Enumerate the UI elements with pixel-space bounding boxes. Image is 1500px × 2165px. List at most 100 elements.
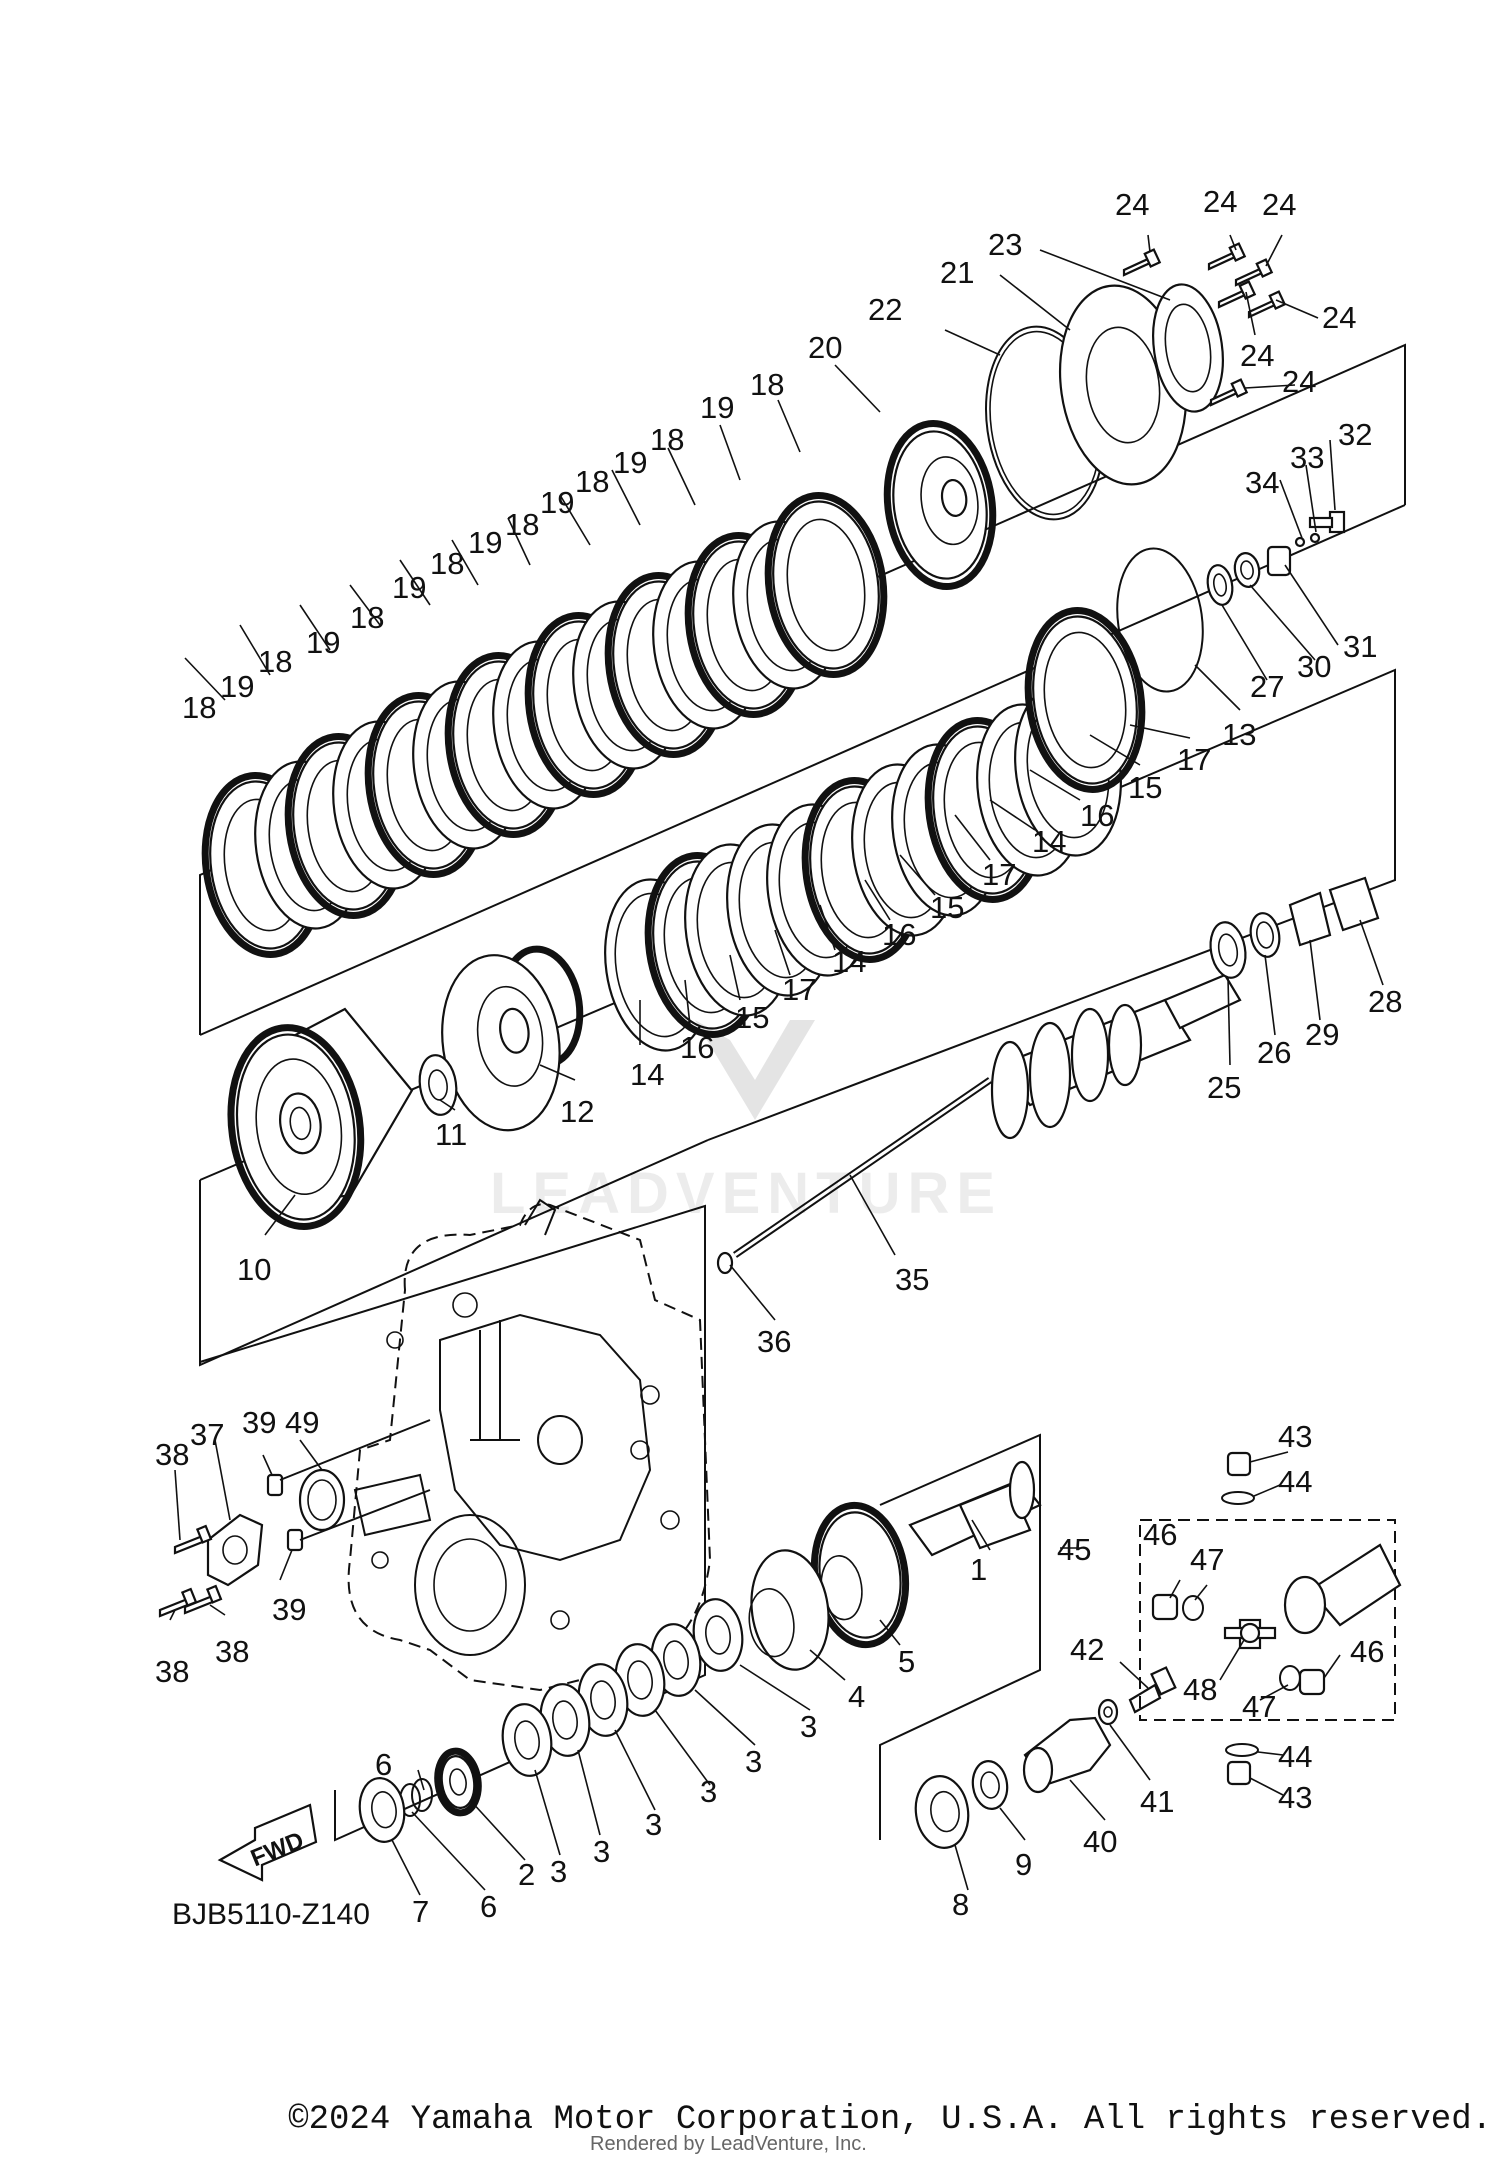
callout-17: 17 <box>1177 742 1211 777</box>
bearing-26 <box>1249 912 1281 958</box>
callout-16: 16 <box>882 917 916 952</box>
callout-15: 15 <box>1128 770 1162 805</box>
callout-43: 43 <box>1278 1780 1312 1815</box>
callout-25: 25 <box>1207 1070 1241 1105</box>
oil-seal-36 <box>716 1251 734 1275</box>
callout-10: 10 <box>237 1252 271 1287</box>
callout-11: 11 <box>435 1117 467 1152</box>
clutch-housing-10 <box>227 1007 414 1230</box>
callout-33: 33 <box>1290 440 1324 475</box>
bearing-8 <box>914 1775 970 1849</box>
pressure-plate-20 <box>883 419 997 591</box>
bolt-32 <box>1308 510 1346 534</box>
crankcase-frame <box>199 1204 706 1842</box>
callout-24: 24 <box>1115 187 1149 222</box>
callout-3: 3 <box>700 1774 717 1809</box>
bracket-23 <box>1152 283 1224 413</box>
callout-6: 6 <box>480 1889 497 1924</box>
callout-49: 49 <box>285 1405 319 1440</box>
callout-16: 16 <box>1080 798 1114 833</box>
bolts-24 <box>1122 242 1287 407</box>
circlip-47 <box>1182 1595 1301 1691</box>
bolt-42 <box>1128 1666 1177 1714</box>
thrust-washer-11 <box>418 1054 458 1116</box>
nut-31 <box>1266 545 1292 577</box>
callout-12: 12 <box>560 1094 594 1129</box>
bearing-cup-43 <box>1226 1451 1252 1786</box>
fwd-arrow <box>217 1803 318 1882</box>
callout-38: 38 <box>155 1437 189 1472</box>
callout-24: 24 <box>1262 187 1296 222</box>
leadventure-logo <box>695 1020 815 1120</box>
callout-48: 48 <box>1183 1672 1217 1707</box>
callout-39: 39 <box>272 1592 306 1627</box>
shims-3 <box>501 1598 744 1777</box>
watermark: LEADVENTURE <box>490 1161 1003 1226</box>
callout-13: 13 <box>1222 717 1256 752</box>
clutch-plate-stack-lower <box>604 607 1146 1052</box>
clutch-boss-12 <box>441 945 584 1132</box>
callout-32: 32 <box>1338 417 1372 452</box>
callout-4: 4 <box>848 1679 865 1714</box>
callout-5: 5 <box>898 1644 915 1679</box>
callout-19: 19 <box>613 445 647 480</box>
circlip-13 <box>1116 547 1204 693</box>
rendered-by-notice: Rendered by LeadVenture, Inc. <box>590 2133 867 2155</box>
callout-8: 8 <box>952 1887 969 1922</box>
callout-6: 6 <box>375 1747 392 1782</box>
callout-24: 24 <box>1240 338 1274 373</box>
callout-40: 40 <box>1083 1824 1117 1859</box>
callout-17: 17 <box>982 857 1016 892</box>
callout-14: 14 <box>630 1057 664 1092</box>
callout-19: 19 <box>306 625 340 660</box>
callout-38: 38 <box>215 1634 249 1669</box>
callout-27: 27 <box>1250 669 1284 704</box>
callout-46: 46 <box>1350 1634 1384 1669</box>
callout-18: 18 <box>505 507 539 542</box>
diagram-code: BJB5110-Z140 <box>172 1898 370 1931</box>
callout-18: 18 <box>350 600 384 635</box>
washer-41 <box>1097 1698 1119 1726</box>
callout-29: 29 <box>1305 1017 1339 1052</box>
push-rod-35 <box>733 1077 992 1258</box>
callout-38: 38 <box>155 1654 189 1689</box>
crankcase <box>347 1198 712 1692</box>
callout-39: 39 <box>242 1405 276 1440</box>
gear-2 <box>434 1747 482 1817</box>
callout-18: 18 <box>430 546 464 581</box>
callout-14: 14 <box>832 944 866 979</box>
drive-shaft-1 <box>908 1460 1042 1557</box>
friction-plate-18 <box>764 492 888 678</box>
callout-19: 19 <box>700 390 734 425</box>
callout-labels: 24 24 24 24 24 24 23 21 22 20 18 19 18 1… <box>155 184 1402 1929</box>
callout-19: 19 <box>392 570 426 605</box>
ring-30 <box>1233 552 1261 588</box>
callout-41: 41 <box>1140 1784 1174 1819</box>
bolts-38 <box>158 1524 223 1618</box>
callout-47: 47 <box>1190 1542 1224 1577</box>
callout-18: 18 <box>750 367 784 402</box>
dowel-pins-39 <box>266 1473 304 1552</box>
callout-3: 3 <box>645 1807 662 1842</box>
washer-25 <box>1209 921 1247 979</box>
callout-30: 30 <box>1297 649 1331 684</box>
yoke-40 <box>1022 1716 1112 1794</box>
copyright-notice: ©2024 Yamaha Motor Corporation, U.S.A. A… <box>288 2101 1492 2139</box>
callout-3: 3 <box>550 1854 567 1889</box>
callout-20: 20 <box>808 330 842 365</box>
callout-15: 15 <box>930 890 964 925</box>
callout-36: 36 <box>757 1324 791 1359</box>
output-frame <box>879 1433 1041 1840</box>
callout-45: 45 <box>1057 1532 1091 1567</box>
callout-18: 18 <box>650 422 684 457</box>
callout-22: 22 <box>868 292 902 327</box>
main-axle <box>990 973 1242 1140</box>
callout-28: 28 <box>1368 984 1402 1019</box>
callout-19: 19 <box>540 485 574 520</box>
callout-24: 24 <box>1282 364 1316 399</box>
callout-14: 14 <box>1032 824 1066 859</box>
callout-15: 15 <box>735 1000 769 1035</box>
universal-joint-45 <box>1139 1519 1402 1721</box>
gasket-49 <box>279 1419 431 1541</box>
callout-19: 19 <box>468 525 502 560</box>
